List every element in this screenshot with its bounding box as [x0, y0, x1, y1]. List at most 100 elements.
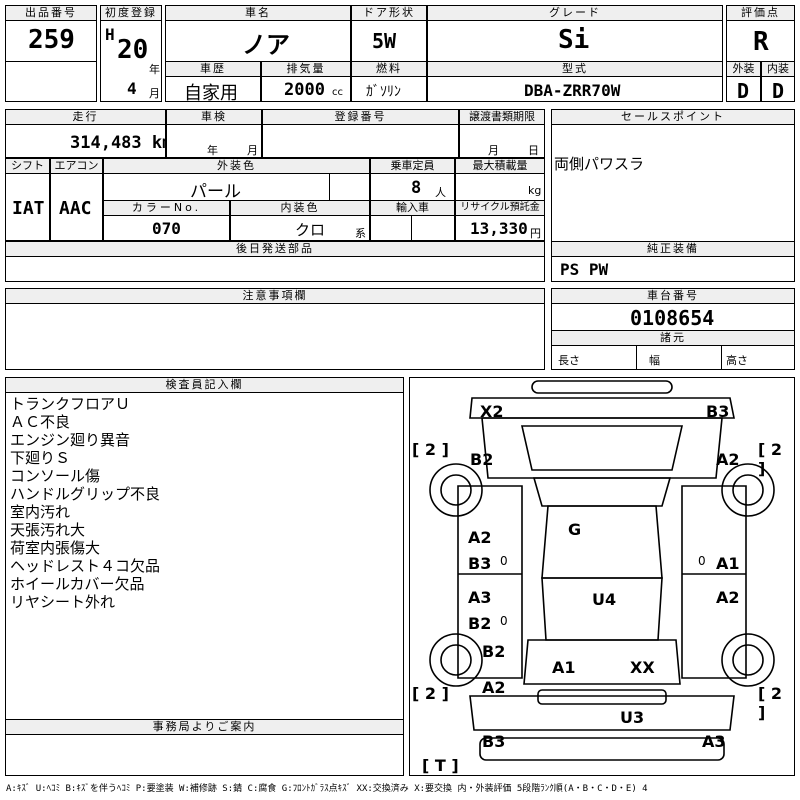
- height-label: 高さ: [726, 354, 748, 367]
- note-line: 室内汚れ: [10, 503, 71, 521]
- model-cell: DBA-ZRR70W: [427, 76, 723, 102]
- int-color-unit: 系: [355, 227, 366, 240]
- color-label: 外装色: [103, 158, 370, 174]
- lot-no-cell: 259: [5, 20, 97, 62]
- diag-a1-r: A1: [716, 554, 740, 573]
- exterior-score: D: [737, 79, 750, 103]
- note-line: リヤシート外れ: [10, 593, 116, 611]
- diag-b3-tr: B3: [706, 402, 730, 421]
- first-reg-cell: H 20 年 4 月: [100, 20, 162, 102]
- color-no-label: カラーNo.: [103, 200, 230, 216]
- car-name-cell: ノア: [165, 20, 351, 62]
- displacement-unit: cc: [332, 87, 343, 98]
- shift: IAT: [12, 198, 45, 219]
- sales-point: 両側パワスラ: [554, 155, 645, 173]
- score: R: [753, 27, 769, 57]
- inspection-month: 月: [247, 144, 258, 157]
- note-line: トランクフロアＵ: [10, 395, 131, 413]
- history-cell: 自家用: [165, 76, 261, 104]
- transfer-month: 月: [488, 144, 499, 157]
- later-parts-label: 後日発送部品: [5, 241, 545, 257]
- note-line: ＡＣ不良: [10, 413, 71, 431]
- diag-zero: 0: [500, 554, 508, 568]
- grade-cell: Si: [427, 20, 723, 62]
- chassis-cell: 0108654: [551, 303, 795, 331]
- height-cell: 高さ: [721, 345, 795, 370]
- width-label: 幅: [649, 354, 660, 367]
- width-cell: 幅: [636, 345, 722, 370]
- ac: AAC: [59, 198, 92, 219]
- car-outline: [429, 380, 775, 761]
- inspector-title: 検査員記入欄: [5, 377, 404, 393]
- capacity-cell: 8 人: [370, 173, 455, 201]
- score-cell: R: [726, 20, 795, 62]
- shift-cell: IAT: [5, 173, 50, 241]
- displacement-cell: 2000 cc: [261, 76, 351, 102]
- diag-b3-l: B3: [468, 554, 492, 573]
- capacity-unit: 人: [435, 186, 446, 199]
- max-load-unit: kg: [528, 184, 542, 197]
- first-reg-label: 初度登録: [100, 5, 162, 21]
- recycle: 13,330: [470, 219, 528, 238]
- int-color-cell: クロ 系: [230, 215, 370, 241]
- length-label: 長さ: [558, 354, 580, 367]
- exterior-label: 外装: [726, 61, 761, 77]
- note-line: ハンドルグリップ不良: [10, 485, 161, 503]
- int-color-label: 内装色: [230, 200, 370, 216]
- lot-no-label: 出品番号: [5, 5, 97, 21]
- ac-cell: AAC: [50, 173, 103, 241]
- car-name: ノア: [242, 31, 290, 59]
- diag-a3-l: A3: [468, 588, 492, 607]
- inspection-cell: 年 月: [166, 124, 262, 158]
- note-line: ホイールカバー欠品: [10, 575, 145, 593]
- diag-a1-b: A1: [552, 658, 576, 677]
- diag-zero: 0: [500, 614, 508, 628]
- color-cell: パール: [103, 173, 330, 202]
- diag-b2-fl: B2: [470, 450, 494, 469]
- import-label: 輸入車: [370, 200, 455, 216]
- note-line: 下廻りＳ: [10, 449, 71, 467]
- tire-tr: [ 2 ]: [758, 440, 783, 478]
- door-type: 5W: [372, 29, 397, 53]
- recycle-label: リサイクル預託金: [455, 200, 545, 216]
- legend: A:ｷｽﾞ U:ﾍｺﾐ B:ｷｽﾞを伴うﾍｺﾐ P:要塗装 W:補修跡 S:錆 …: [6, 784, 648, 794]
- diag-a3-br: A3: [702, 732, 726, 751]
- equipment-label: 純正装備: [551, 241, 795, 257]
- model-label: 型式: [427, 61, 723, 77]
- reg-year: 20: [117, 35, 149, 65]
- score-label: 評価点: [726, 5, 795, 21]
- diag-a2-l1: A2: [468, 528, 492, 547]
- note-line: ヘッドレスト４コ欠品: [10, 557, 161, 575]
- era: H: [105, 25, 115, 44]
- recycle-unit: 円: [530, 227, 541, 240]
- capacity-label: 乗車定員: [370, 158, 455, 174]
- import-cell-2: [411, 215, 455, 241]
- history-label: 車歴: [165, 61, 261, 77]
- max-load-label: 最大積載量: [455, 158, 545, 174]
- car-name-label: 車名: [165, 5, 351, 21]
- later-parts-cell: [5, 256, 545, 282]
- ac-label: エアコン: [50, 158, 103, 174]
- office-title: 事務局よりご案内: [5, 719, 404, 735]
- color-extra-cell: [329, 173, 370, 201]
- caution-label: 注意事項欄: [5, 288, 545, 304]
- equipment: PS PW: [560, 260, 609, 279]
- recycle-cell: 13,330 円: [455, 215, 545, 241]
- model: DBA-ZRR70W: [524, 81, 621, 100]
- year-unit: 年: [149, 63, 160, 76]
- transfer-cell: 月 日: [459, 124, 545, 158]
- history: 自家用: [184, 83, 238, 104]
- transfer-label: 譲渡書類期限: [459, 109, 545, 125]
- diag-b2-l2: B2: [468, 614, 492, 633]
- diag-g: G: [568, 520, 582, 539]
- lot-no: 259: [28, 25, 75, 55]
- displacement-label: 排気量: [261, 61, 351, 77]
- diag-x2: X2: [480, 402, 504, 421]
- transfer-day: 日: [528, 144, 539, 157]
- sales-point-cell: 両側パワスラ: [551, 124, 795, 242]
- interior-label: 内装: [761, 61, 795, 77]
- office-cell: [5, 734, 404, 776]
- displacement: 2000: [284, 80, 325, 100]
- note-line: 荷室内張傷大: [10, 539, 101, 557]
- diag-u4: U4: [592, 590, 617, 609]
